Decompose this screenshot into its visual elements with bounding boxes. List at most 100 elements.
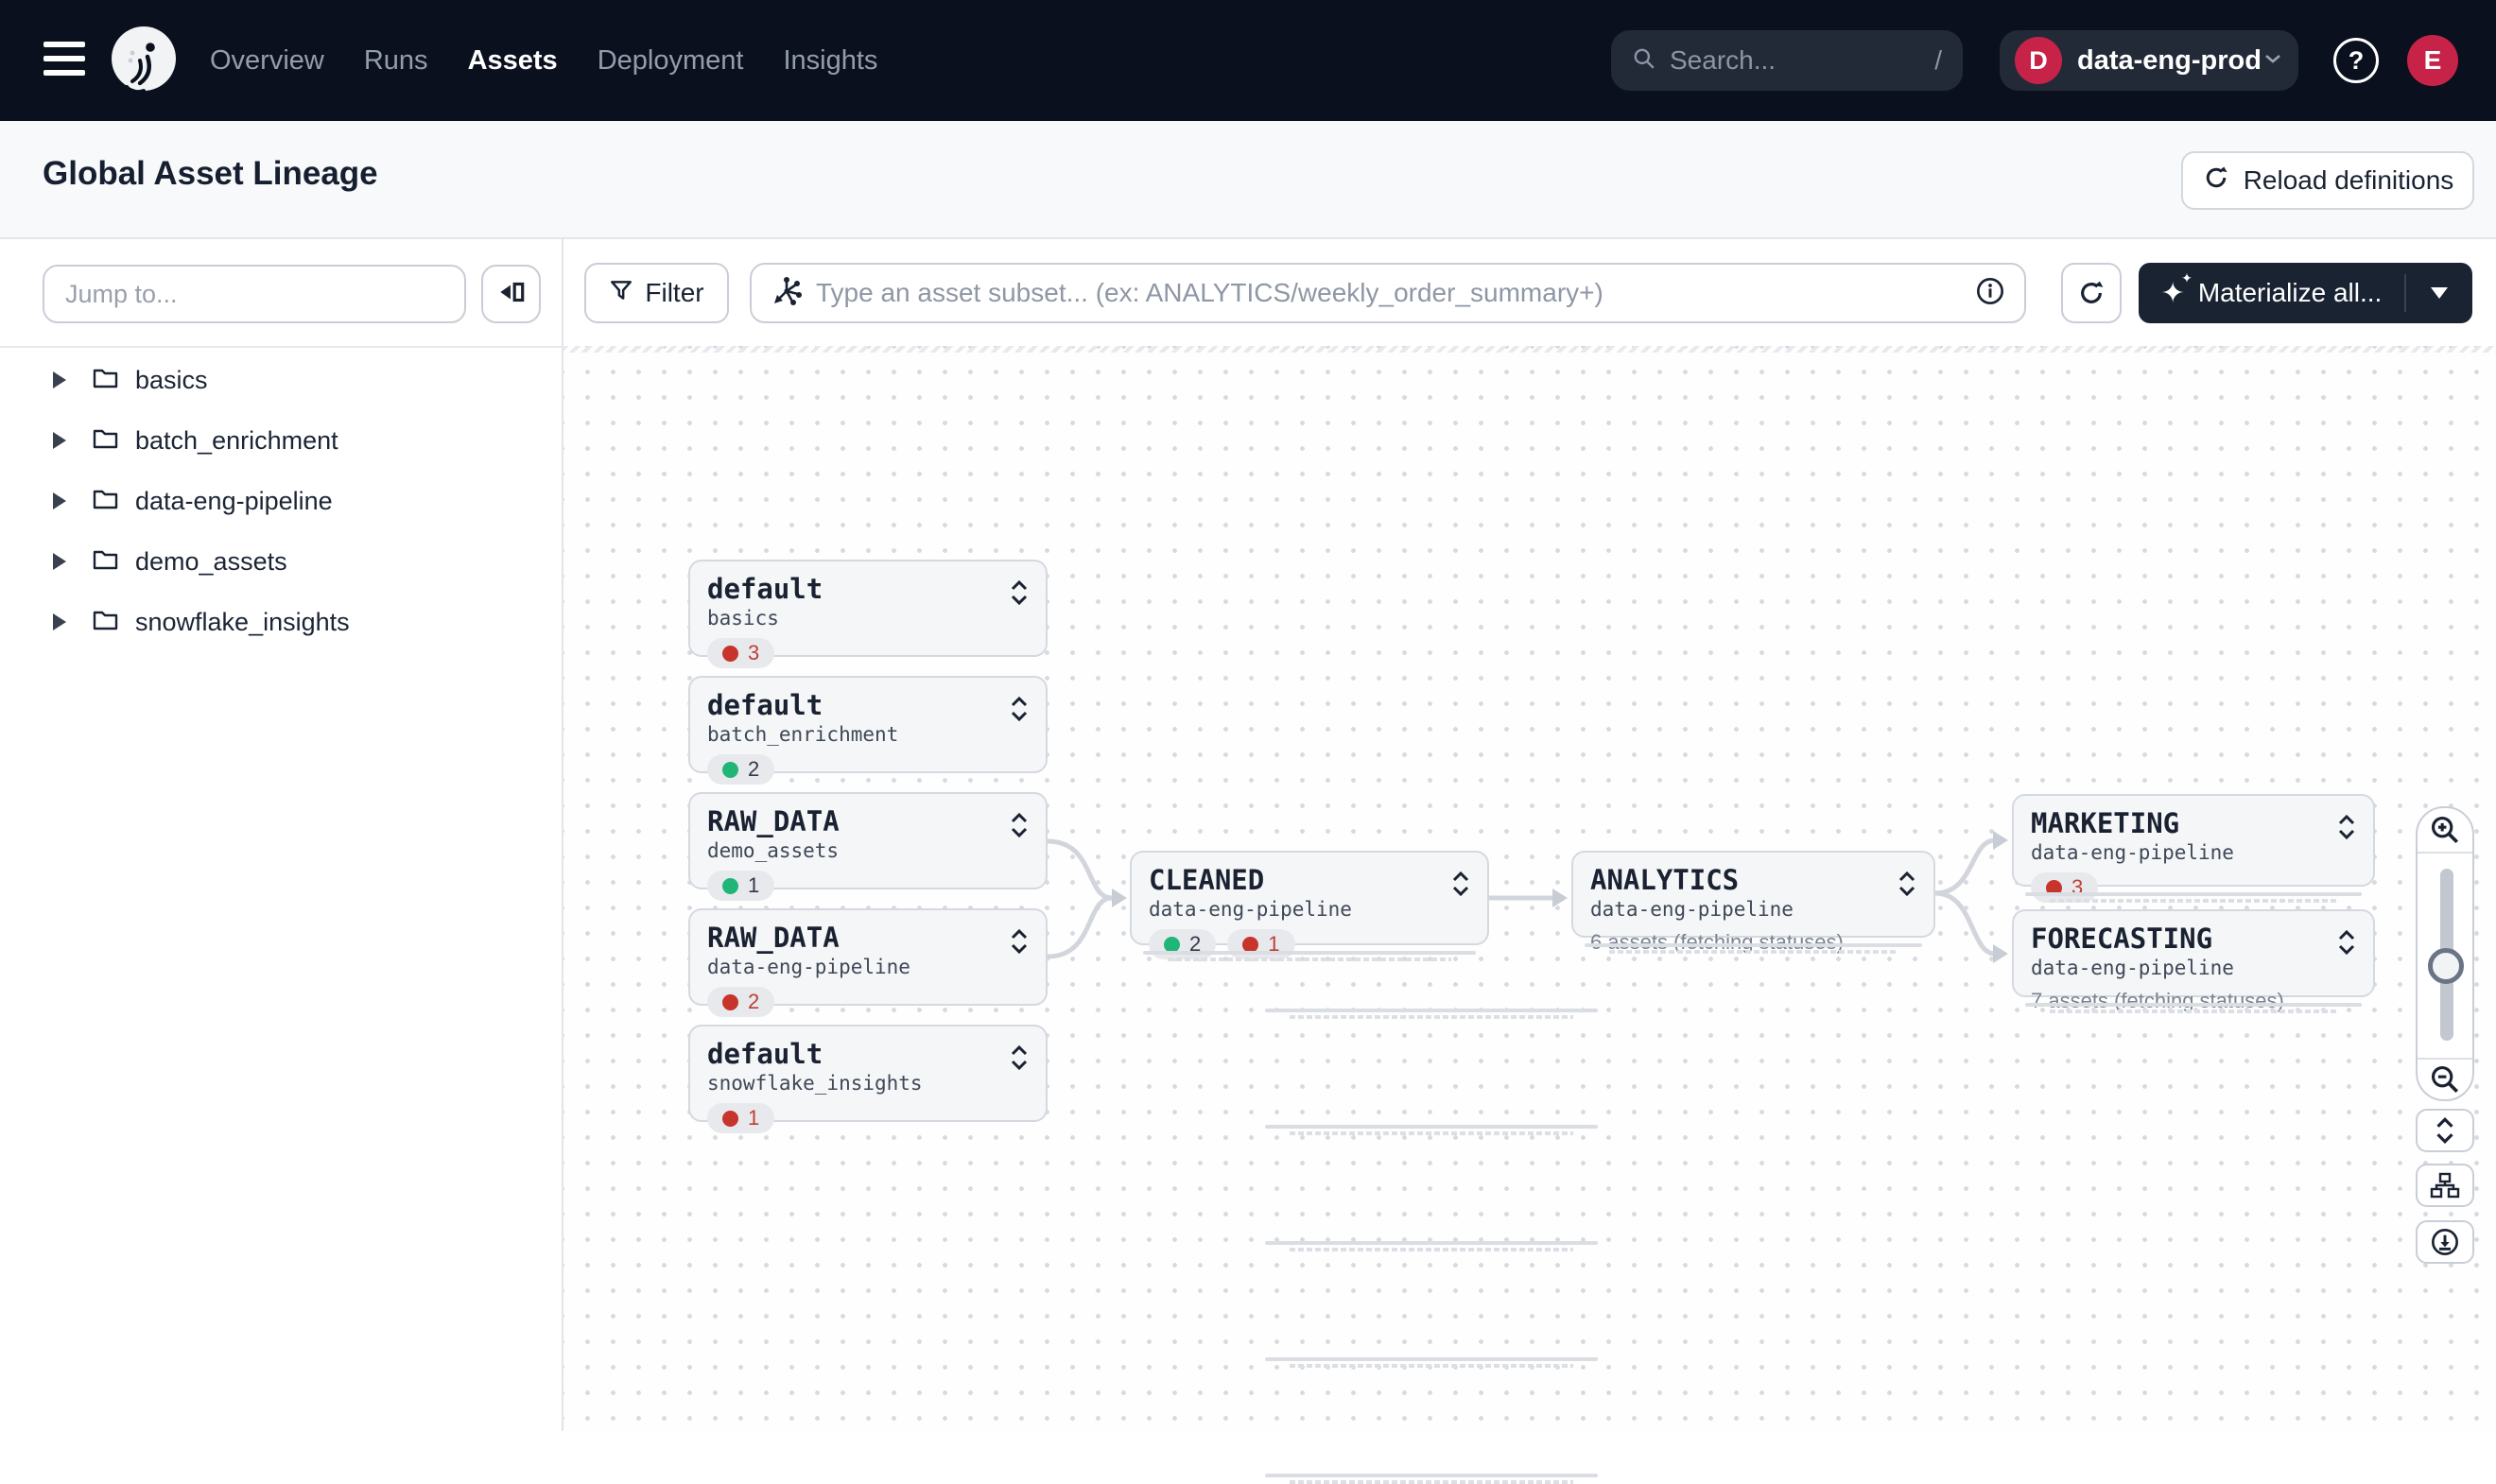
group-node-default-batch-enrichment[interactable]: default batch_enrichment 2 <box>688 676 1048 785</box>
sort-chevrons-icon[interactable] <box>2335 928 2358 961</box>
node-stack-line <box>1265 1474 1598 1477</box>
nav-insights[interactable]: Insights <box>783 44 878 76</box>
layout-tree-button[interactable] <box>2416 1164 2474 1207</box>
collapse-sidebar-button[interactable] <box>481 265 541 323</box>
sparkle-icon: ✦✦ <box>2160 270 2193 310</box>
lineage-graph-canvas[interactable]: default basics 3 default batch_enrichmen… <box>563 346 2496 1484</box>
group-node-forecasting[interactable]: FORECASTING data-eng-pipeline 7 assets (… <box>2012 909 2375 1012</box>
status-dot-green <box>1164 936 1180 953</box>
sort-chevrons-icon[interactable] <box>1008 1044 1031 1077</box>
tree-item-label: basics <box>135 365 208 394</box>
tree-caret-icon <box>53 371 66 388</box>
sort-chevrons-icon[interactable] <box>2335 813 2358 846</box>
asset-subset-input[interactable] <box>816 278 1975 308</box>
nav-assets[interactable]: Assets <box>467 44 558 76</box>
node-stack-line <box>2025 1003 2362 1007</box>
filter-button[interactable]: Filter <box>584 263 729 323</box>
hamburger-menu-icon[interactable] <box>43 42 85 79</box>
group-status-text: 7 assets (fetching statuses) <box>2031 989 2284 1012</box>
group-node-default-snowflake-insights[interactable]: default snowflake_insights 1 <box>688 1025 1048 1133</box>
zoom-out-button[interactable] <box>2418 1058 2472 1101</box>
group-repo: batch_enrichment <box>707 723 899 746</box>
nav-overview[interactable]: Overview <box>210 44 324 76</box>
status-badge: 3 <box>707 638 775 668</box>
sort-chevrons-icon[interactable] <box>1008 811 1031 844</box>
group-repo: data-eng-pipeline <box>2031 957 2234 979</box>
tree-item-label: snowflake_insights <box>135 607 350 636</box>
group-node-rawdata-demo-assets[interactable]: RAW_DATA demo_assets 1 <box>688 792 1048 901</box>
tree-caret-icon <box>53 432 66 449</box>
node-stack-line <box>1290 1131 1573 1135</box>
sidebar-divider <box>0 346 563 348</box>
group-node-rawdata-data-eng-pipeline[interactable]: RAW_DATA data-eng-pipeline 2 <box>688 908 1048 1017</box>
lineage-edges <box>1045 831 2008 963</box>
lineage-toolbar: Filter ✦✦ Ma <box>563 239 2496 346</box>
group-title: MARKETING <box>2031 807 2180 839</box>
sort-chevrons-icon[interactable] <box>1449 870 1472 903</box>
download-graph-button[interactable] <box>2416 1220 2474 1264</box>
search-icon <box>1632 46 1656 76</box>
dagster-logo-icon[interactable] <box>106 23 182 98</box>
zoom-in-button[interactable] <box>2418 808 2472 852</box>
node-stack-line <box>2050 1009 2337 1013</box>
group-node-marketing[interactable]: MARKETING data-eng-pipeline 3 <box>2012 794 2375 903</box>
tree-item-basics[interactable]: basics <box>0 350 562 410</box>
nav-deployment[interactable]: Deployment <box>597 44 744 76</box>
sort-chevrons-icon[interactable] <box>1896 870 1918 903</box>
reload-definitions-button[interactable]: Reload definitions <box>2181 151 2474 210</box>
deployment-switcher[interactable]: D data-eng-prod <box>2000 30 2298 91</box>
divider <box>2418 1058 2472 1060</box>
sort-chevrons-icon[interactable] <box>1008 695 1031 728</box>
info-icon[interactable] <box>1975 276 2005 311</box>
node-stack-line <box>1265 1357 1598 1361</box>
chevrons-up-down-icon <box>2436 1117 2453 1144</box>
status-badge: 2 <box>707 987 775 1017</box>
node-stack-line <box>1143 951 1476 955</box>
materialize-all-button[interactable]: ✦✦ Materialize all... <box>2139 263 2472 323</box>
status-dot-green <box>722 761 738 778</box>
caret-down-icon <box>2431 287 2448 299</box>
search-shortcut-hint: / <box>1934 45 1942 75</box>
user-avatar[interactable]: E <box>2407 35 2458 86</box>
tree-item-snowflake-insights[interactable]: snowflake_insights <box>0 592 562 652</box>
tree-item-batch-enrichment[interactable]: batch_enrichment <box>0 410 562 471</box>
zoom-out-icon <box>2431 1065 2459 1094</box>
tree-caret-icon <box>53 553 66 570</box>
jump-to-input[interactable] <box>43 265 466 323</box>
sort-chevrons-icon[interactable] <box>1008 578 1031 612</box>
node-stack-line <box>1265 1125 1598 1129</box>
group-node-cleaned[interactable]: CLEANED data-eng-pipeline 2 1 <box>1130 851 1489 959</box>
filter-funnel-icon <box>609 278 633 309</box>
materialize-all-label: Materialize all... <box>2197 278 2383 307</box>
status-dot-red <box>722 1110 738 1127</box>
search-input[interactable] <box>1670 45 1906 76</box>
nav-runs[interactable]: Runs <box>363 44 428 76</box>
expand-collapse-groups-button[interactable] <box>2416 1109 2474 1152</box>
group-title: ANALYTICS <box>1590 864 1740 896</box>
top-navigation-bar: Overview Runs Assets Deployment Insights… <box>0 0 2496 121</box>
refresh-graph-button[interactable] <box>2061 263 2122 323</box>
help-icon[interactable]: ? <box>2333 38 2379 83</box>
sort-chevrons-icon[interactable] <box>1008 927 1031 960</box>
group-repo: snowflake_insights <box>707 1072 923 1095</box>
group-title: FORECASTING <box>2031 923 2213 955</box>
tree-item-label: data-eng-pipeline <box>135 486 333 515</box>
tree-item-demo-assets[interactable]: demo_assets <box>0 531 562 592</box>
group-node-analytics[interactable]: ANALYTICS data-eng-pipeline 6 assets (fe… <box>1571 851 1935 954</box>
download-icon <box>2432 1229 2458 1255</box>
zoom-in-icon <box>2431 816 2459 844</box>
status-dot-red <box>722 645 738 662</box>
status-badge: 1 <box>707 1103 775 1133</box>
asset-subset-field <box>750 263 2026 323</box>
zoom-slider-thumb[interactable] <box>2428 948 2464 984</box>
folder-icon <box>93 488 118 514</box>
tree-item-data-eng-pipeline[interactable]: data-eng-pipeline <box>0 471 562 531</box>
group-node-default-basics[interactable]: default basics 3 <box>688 560 1048 668</box>
materialize-options-caret[interactable] <box>2404 274 2472 312</box>
node-stack-line <box>2025 892 2362 896</box>
global-search[interactable]: / <box>1611 30 1963 91</box>
tree-item-label: batch_enrichment <box>135 425 338 455</box>
node-stack-line <box>1609 950 1898 954</box>
materialize-all-main[interactable]: ✦✦ Materialize all... <box>2139 270 2404 310</box>
graph-top-hatch <box>563 346 2496 353</box>
